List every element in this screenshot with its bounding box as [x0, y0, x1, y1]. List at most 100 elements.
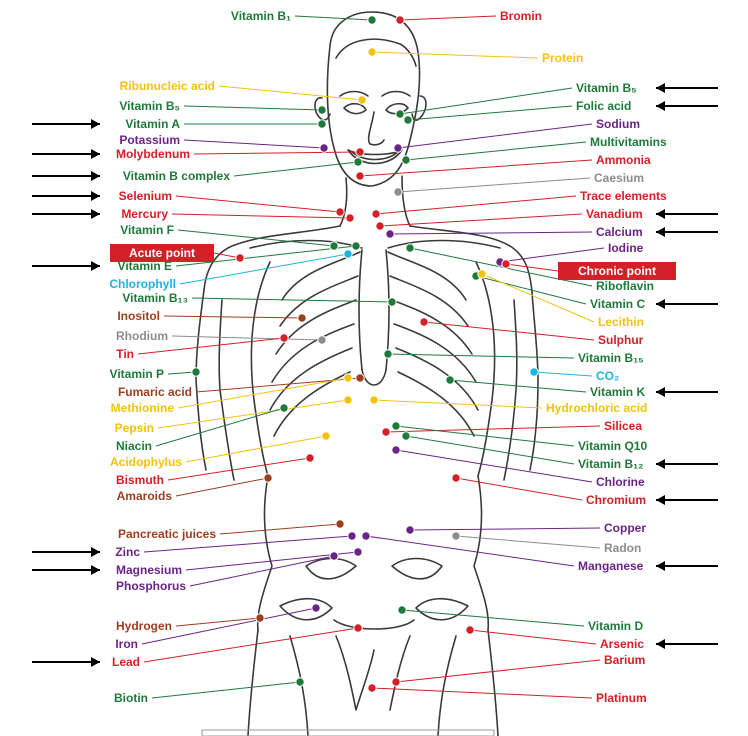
sodium-leader-line — [397, 123, 593, 149]
chlorine-label: Chlorine — [596, 475, 645, 489]
body-outline — [195, 11, 539, 736]
iron-leader-line — [141, 607, 317, 645]
vitamin-b15-label: Vitamin B₁₅ — [578, 351, 644, 365]
rhodium-label: Rhodium — [116, 329, 168, 343]
iodine-leader-line — [499, 247, 605, 263]
vitamin-b1-leader-line — [294, 15, 373, 21]
vitamin-f-point-dot — [329, 241, 339, 251]
acidophylus-point-dot — [321, 431, 331, 441]
rhodium-point-dot — [317, 335, 327, 345]
zinc-point-dot — [347, 531, 357, 541]
ammonia-label: Ammonia — [596, 153, 651, 167]
magnesium-point-dot — [353, 547, 363, 557]
barium-point-dot — [391, 677, 401, 687]
selenium-arrow-head — [91, 191, 100, 201]
protein-leader-line — [371, 51, 539, 59]
vitamin-b13-point-dot — [387, 297, 397, 307]
fumaric-acid-label: Fumaric acid — [118, 385, 192, 399]
radon-leader-line — [455, 535, 601, 549]
phosphorus-label: Phosphorus — [116, 579, 186, 593]
vitamin-b13-leader-line — [191, 297, 393, 303]
chlorophyll-label: Chlorophyll — [109, 277, 176, 291]
trace-elements-leader-line — [375, 195, 577, 215]
vanadium-leader-line — [379, 213, 583, 227]
magnesium-arrow-head — [91, 565, 100, 575]
manganese-leader-line — [365, 535, 575, 567]
pancreatic-juices-point-dot — [335, 519, 345, 529]
chlorine-leader-line — [395, 449, 593, 483]
sodium-point-dot — [393, 143, 403, 153]
amaroids-label: Amaroids — [117, 489, 173, 503]
mercury-arrow-head — [91, 209, 100, 219]
inositol-leader-line — [163, 315, 303, 319]
pancreatic-juices-label: Pancreatic juices — [118, 527, 216, 541]
acute-point-point-dot — [235, 253, 245, 263]
co2-point-dot — [529, 367, 539, 377]
copper-leader-line — [409, 527, 601, 531]
vitamin-c-arrow-head — [656, 299, 665, 309]
vitamin-b12-leader-line — [405, 435, 575, 465]
acidophylus-label: Acidophylus — [110, 455, 182, 469]
trace-elements-label: Trace elements — [580, 189, 667, 203]
silicea-point-dot — [381, 427, 391, 437]
arsenic-label: Arsenic — [600, 637, 644, 651]
vitamin-b5-right-arrow-head — [656, 83, 665, 93]
mercury-label: Mercury — [121, 207, 168, 221]
silicea-leader-line — [385, 425, 601, 433]
magnesium-leader-line — [185, 551, 359, 571]
lead-leader-line — [143, 627, 359, 663]
vitamin-b5-left-leader-line — [183, 105, 323, 111]
selenium-label: Selenium — [119, 189, 172, 203]
ammonia-leader-line — [359, 159, 593, 177]
folic-acid-label: Folic acid — [576, 99, 631, 113]
iron-point-dot — [311, 603, 321, 613]
lecithin-point-dot — [477, 269, 487, 279]
lead-point-dot — [353, 623, 363, 633]
tin-leader-line — [137, 337, 285, 355]
vitamin-d-leader-line — [401, 609, 585, 627]
arsenic-arrow-head — [656, 639, 665, 649]
chronic-point-leader-line — [505, 263, 559, 272]
vitamin-b-complex-leader-line — [233, 161, 359, 177]
niacin-point-dot — [279, 403, 289, 413]
vitamin-b1-label: Vitamin B₁ — [231, 9, 291, 23]
calcium-leader-line — [389, 231, 593, 235]
folic-acid-point-dot — [403, 115, 413, 125]
multivitamins-point-dot — [401, 155, 411, 165]
acute-point-box-label: Acute point — [129, 246, 195, 260]
copper-point-dot — [405, 525, 415, 535]
platinum-leader-line — [371, 687, 593, 699]
niacin-leader-line — [155, 407, 285, 447]
chlorine-point-dot — [391, 445, 401, 455]
radon-point-dot — [451, 531, 461, 541]
folic-acid-arrow-head — [656, 101, 665, 111]
vitamin-a-label: Vitamin A — [125, 117, 180, 131]
iron-label: Iron — [115, 637, 138, 651]
manganese-label: Manganese — [578, 559, 644, 573]
sodium-label: Sodium — [596, 117, 640, 131]
trace-elements-point-dot — [371, 209, 381, 219]
vitamin-k-arrow-head — [656, 387, 665, 397]
platinum-label: Platinum — [596, 691, 647, 705]
pepsin-label: Pepsin — [115, 421, 154, 435]
vitamin-b12-arrow-head — [656, 459, 665, 469]
zinc-arrow-head — [91, 547, 100, 557]
hydrogen-point-dot — [255, 613, 265, 623]
calcium-label: Calcium — [596, 225, 643, 239]
vitamin-b1-point-dot — [367, 15, 377, 25]
biotin-point-dot — [295, 677, 305, 687]
tin-label: Tin — [116, 347, 134, 361]
bromin-label: Bromin — [500, 9, 542, 23]
arsenic-leader-line — [469, 629, 597, 645]
sulphur-label: Sulphur — [598, 333, 644, 347]
vitamin-e-leader-line — [175, 245, 357, 267]
caesium-leader-line — [397, 177, 591, 193]
molybdenum-arrow-head — [91, 149, 100, 159]
acidophylus-leader-line — [185, 435, 327, 463]
lead-arrow-head — [91, 657, 100, 667]
ammonia-point-dot — [355, 171, 365, 181]
mercury-leader-line — [171, 213, 351, 219]
lecithin-label: Lecithin — [598, 315, 644, 329]
pepsin-leader-line — [157, 399, 349, 429]
multivitamins-label: Multivitamins — [590, 135, 667, 149]
